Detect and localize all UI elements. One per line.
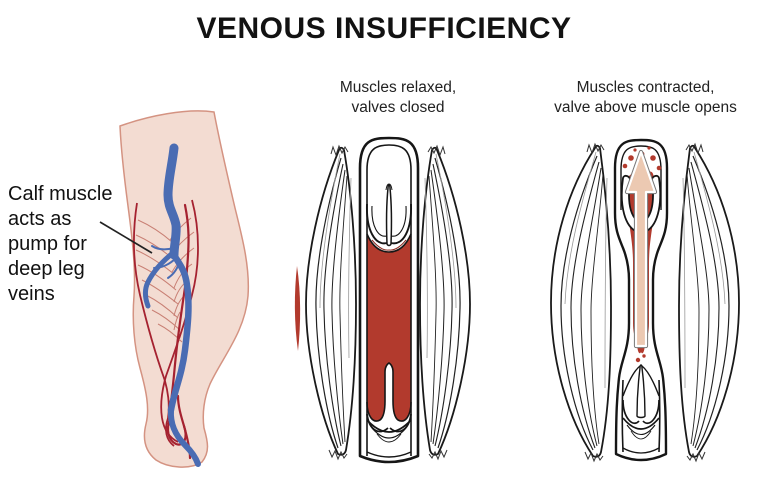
pointer-line — [99, 221, 153, 254]
leg-caption: Calf muscle acts as pump for deep leg ve… — [8, 183, 113, 305]
vein-tube — [358, 136, 420, 464]
figure-title: VENOUS INSUFFICIENCY — [196, 12, 572, 45]
blood-column — [367, 234, 411, 422]
valve-closed-bottom — [366, 413, 412, 443]
vein-tube-squeezed — [613, 138, 669, 462]
calf-muscle-outline — [132, 199, 199, 447]
deep-vein-path — [142, 143, 201, 467]
flow-up-arrow — [624, 149, 658, 349]
contracted-muscle-diagram — [550, 138, 740, 462]
relaxed-muscle-diagram — [294, 136, 471, 464]
contracted-caption: Muscles contracted, valve above muscle o… — [554, 79, 737, 117]
relaxed-caption: Muscles relaxed, valves closed — [339, 79, 457, 117]
leg-illustration — [99, 110, 250, 468]
valve-closed-top — [366, 183, 412, 247]
artery-sliver — [294, 266, 301, 351]
valve-closed-bottom-right — [621, 364, 661, 454]
